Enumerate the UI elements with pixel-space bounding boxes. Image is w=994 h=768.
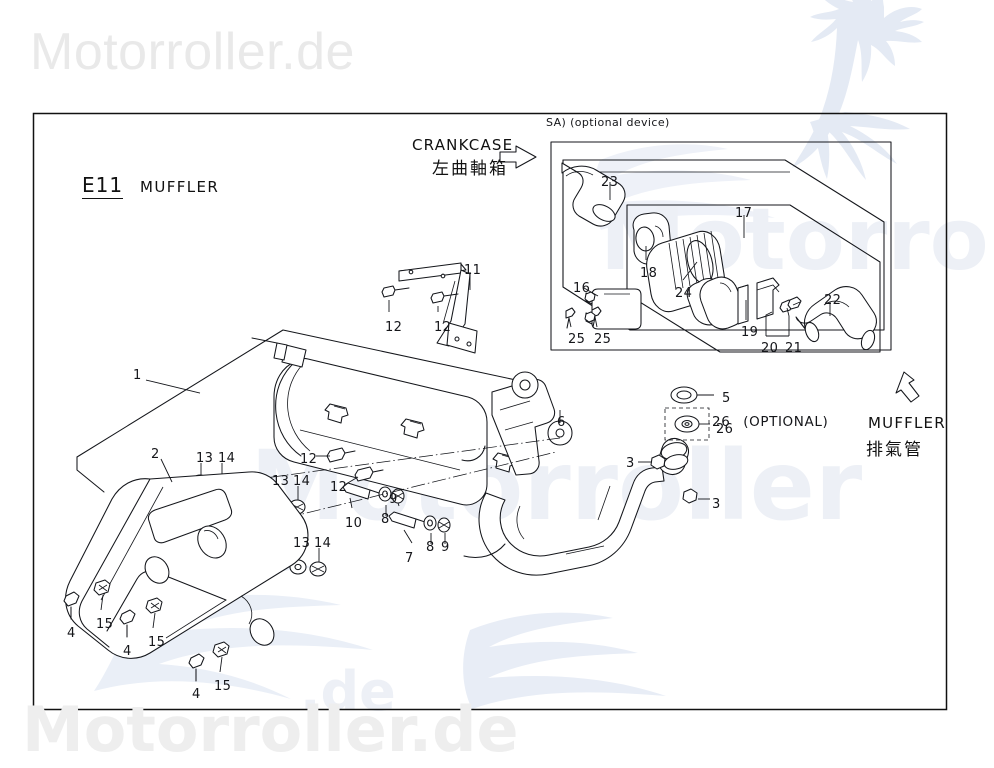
arrow-left-icon <box>499 145 537 169</box>
crankcase-label-en: CRANKCASE <box>412 136 514 154</box>
callout-18-end-cap: 18 <box>640 266 658 281</box>
inset-baffle-plates <box>686 276 745 330</box>
callout-1-muffler-assembly: 1 <box>133 368 142 383</box>
callout-4-cover-screw: 4 <box>192 687 201 702</box>
leader-9a <box>397 502 400 507</box>
callout-6-rubber-mount: 6 <box>557 415 566 430</box>
callout-21-fastener: 21 <box>785 341 803 356</box>
leader-7 <box>403 529 413 544</box>
callout-26-optional-gasket: 26 <box>716 422 734 437</box>
part-23-intake-tube <box>561 162 626 227</box>
muffler-label-cn: 排氣管 <box>866 440 923 460</box>
callout-14-spring-washer: 14 <box>314 536 332 551</box>
section-code: E11 <box>82 173 124 199</box>
callout-2-heat-shield-cover: 2 <box>151 447 160 462</box>
callout-25-plate-screw: 25 <box>594 332 612 347</box>
muffler-label-en: MUFFLER <box>868 414 946 432</box>
leader-15c <box>219 656 223 673</box>
arrow-down-left-icon <box>895 371 920 403</box>
callout-11-muffler-bracket: 11 <box>464 263 482 278</box>
part-21-fasteners <box>779 296 802 313</box>
optional-number: 26 <box>712 414 731 430</box>
callout-10-stud-bolt: 10 <box>345 516 363 531</box>
part-20-sensor-block <box>756 277 780 320</box>
part-12-bolts-upper <box>381 285 459 304</box>
callout-23-intake-tube: 23 <box>601 175 619 190</box>
exhaust-header-pipe <box>463 438 689 576</box>
callout-8-washer: 8 <box>381 512 390 527</box>
callout-4-cover-screw: 4 <box>123 644 132 659</box>
callout-12-bracket-bolt: 12 <box>385 320 403 335</box>
callout-15-cover-nut: 15 <box>148 635 166 650</box>
part-26-optional-gasket <box>674 415 700 433</box>
callout-3-exhaust-pipe-nut: 3 <box>712 497 721 512</box>
callout-9-spring-washer: 9 <box>441 540 450 555</box>
part-7-10-bolts <box>342 482 451 533</box>
callout-20-sensor-block: 20 <box>761 341 779 356</box>
sheet-border <box>32 112 948 711</box>
callout-13-washer: 13 <box>272 474 290 489</box>
leader-1 <box>145 379 201 394</box>
callout-13-washer: 13 <box>293 536 311 551</box>
inset-outer-box <box>550 141 892 351</box>
leader-2 <box>160 458 173 483</box>
optional-text: (OPTIONAL) <box>743 414 829 430</box>
callout-24-filter-element: 24 <box>675 286 693 301</box>
callout-16-heat-plate: 16 <box>573 281 591 296</box>
muffler-canister <box>251 337 488 506</box>
muffler-hanger <box>491 371 556 476</box>
callout-7-mounting-bolt: 7 <box>405 551 414 566</box>
page-title: MUFFLER <box>140 178 220 196</box>
part-3-nuts <box>650 454 698 504</box>
callout-5-exhaust-gasket: 5 <box>722 391 731 406</box>
callout-19-baffle-plate: 19 <box>741 325 759 340</box>
callout-25-plate-screw: 25 <box>568 332 586 347</box>
callout-12-bracket-bolt: 12 <box>300 452 318 467</box>
callout-13-washer: 13 <box>196 451 214 466</box>
optional-label: 26 (OPTIONAL) <box>712 414 828 430</box>
callout-14-spring-washer: 14 <box>293 474 311 489</box>
callout-17-catalytic-housing: 17 <box>735 206 753 221</box>
crankcase-label-cn: 左曲軸箱 <box>432 159 508 179</box>
callout-9-spring-washer: 9 <box>389 492 398 507</box>
part-22-rubber-hose <box>795 286 877 351</box>
callout-14-spring-washer: 14 <box>218 451 236 466</box>
inset-caption: SA) (optional device) <box>546 116 670 129</box>
part-19-baffle-plate <box>737 284 749 325</box>
part-11-bracket <box>398 262 478 354</box>
callout-15-cover-nut: 15 <box>96 617 114 632</box>
callout-22-rubber-hose: 22 <box>824 293 842 308</box>
part-5-gasket <box>670 386 698 404</box>
leader-10 <box>349 497 353 509</box>
part-25-plate-screws <box>565 291 602 329</box>
axis-line-1 <box>205 437 561 487</box>
callout-12-bracket-bolt: 12 <box>434 320 452 335</box>
callout-15-cover-nut: 15 <box>214 679 232 694</box>
callout-3-exhaust-pipe-nut: 3 <box>626 456 635 471</box>
callout-8-washer: 8 <box>426 540 435 555</box>
axis-line-2 <box>285 451 557 519</box>
callout-4-cover-screw: 4 <box>67 626 76 641</box>
callout-12-bracket-bolt: 12 <box>330 480 348 495</box>
